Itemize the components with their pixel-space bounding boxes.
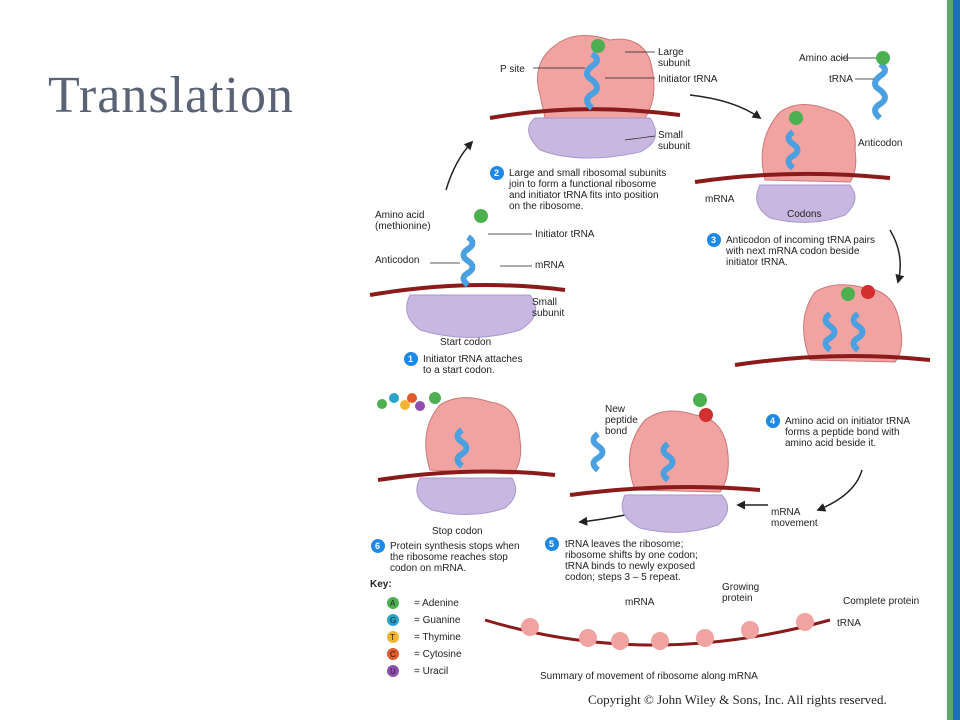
svg-text:= Adenine: = Adenine xyxy=(414,598,459,609)
ribosome-stage-3: mRNA Codons xyxy=(694,104,891,223)
step-2-number: 2 xyxy=(494,168,499,178)
ribosome-stage-1 xyxy=(369,209,566,338)
amino-acid-meth-label: Amino acid(methionine) xyxy=(375,210,431,232)
cycle-arrow-3-4 xyxy=(889,229,905,284)
start-codon-label: Start codon xyxy=(440,337,491,348)
svg-text:= Cytosine: = Cytosine xyxy=(414,649,462,660)
cycle-arrow-4-5 xyxy=(816,469,863,512)
svg-text:G: G xyxy=(390,616,396,625)
svg-text:A: A xyxy=(390,599,396,608)
trna-top-label: tRNA xyxy=(829,74,853,85)
svg-text:U: U xyxy=(390,667,396,676)
key-legend: Key: A = Adenine G = Guanine T = Thymine… xyxy=(370,579,462,677)
key-item-uracil: U = Uracil xyxy=(387,665,448,677)
anticodon-top-label: Anticodon xyxy=(858,138,902,149)
key-item-thymine: T = Thymine xyxy=(387,631,461,643)
initiator-trna-top-label: Initiator tRNA xyxy=(658,74,718,85)
amino-acid-top-label: Amino acid xyxy=(799,53,848,64)
step-5-text: tRNA leaves the ribosome;ribosome shifts… xyxy=(565,539,698,583)
key-item-guanine: G = Guanine xyxy=(387,614,461,626)
stage-1-labels: Amino acid(methionine) Initiator tRNA An… xyxy=(375,210,595,348)
p-site-label: P site xyxy=(500,64,525,75)
step-3-number: 3 xyxy=(711,235,716,245)
step-4-number: 4 xyxy=(770,416,775,426)
summary-label: Summary of movement of ribosome along mR… xyxy=(540,671,758,682)
cycle-arrow-2-3 xyxy=(689,94,762,120)
stop-codon-label: Stop codon xyxy=(432,526,483,537)
anticodon-s1-label: Anticodon xyxy=(375,255,419,266)
svg-text:C: C xyxy=(390,650,396,659)
complete-protein-label: Complete protein xyxy=(843,596,919,607)
key-item-cytosine: C = Cytosine xyxy=(387,648,462,660)
ribosome-stage-6: Stop codon xyxy=(377,392,556,537)
mrna-bottom-label: mRNA xyxy=(625,597,655,608)
step-6-number: 6 xyxy=(375,541,380,551)
trna-bottom-label: tRNA xyxy=(837,618,861,629)
svg-text:= Thymine: = Thymine xyxy=(414,632,461,643)
step-1-number: 1 xyxy=(408,354,413,364)
initiator-trna-s1-label: Initiator tRNA xyxy=(535,229,595,240)
codons-label: Codons xyxy=(787,209,821,220)
accent-bar-blue xyxy=(953,0,960,720)
svg-text:= Guanine: = Guanine xyxy=(414,615,461,626)
ribosome-stage-4 xyxy=(734,284,931,367)
cycle-arrow-5-6 xyxy=(578,514,626,526)
mrna-s1-label: mRNA xyxy=(535,260,565,271)
key-item-adenine: A = Adenine xyxy=(387,597,459,609)
key-title: Key: xyxy=(370,579,392,590)
svg-text:= Uracil: = Uracil xyxy=(414,666,448,677)
mrna-s3-label: mRNA xyxy=(705,194,735,205)
step-5: 5 tRNA leaves the ribosome;ribosome shif… xyxy=(545,537,698,583)
copyright: Copyright © John Wiley & Sons, Inc. All … xyxy=(588,692,887,707)
ribosome-stage-2 xyxy=(489,35,681,159)
page-title: Translation xyxy=(48,67,294,124)
incoming-trna: Amino acid tRNA Anticodon xyxy=(799,51,902,149)
accent-bar-green xyxy=(947,0,953,720)
svg-text:T: T xyxy=(390,633,395,642)
step-5-number: 5 xyxy=(549,539,554,549)
cycle-arrow-1-2 xyxy=(445,140,474,191)
